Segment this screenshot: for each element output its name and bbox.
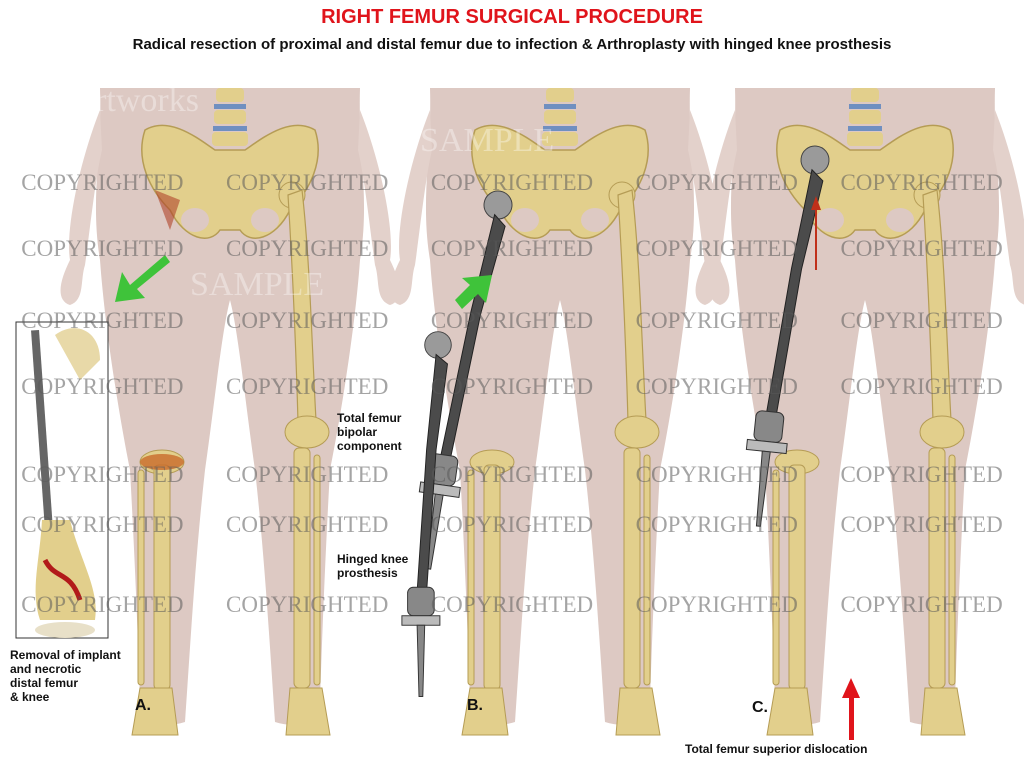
panel-letter-a: A. — [135, 697, 151, 714]
removed-femur-drawing — [31, 328, 100, 638]
label-dislocation: Total femur superior dislocation — [685, 742, 868, 756]
watermark-sample: SAMPLE — [190, 266, 325, 303]
watermark-sample: SAMPLE — [420, 122, 555, 159]
panel-letter-b: B. — [467, 697, 483, 714]
page-subtitle: Radical resection of proximal and distal… — [132, 36, 892, 53]
watermark-artworks: artworks — [80, 82, 199, 119]
red-arrow-icon — [849, 695, 854, 740]
page-title: RIGHT FEMUR SURGICAL PROCEDURE — [321, 6, 703, 28]
figure-a — [60, 87, 400, 736]
panel-letter-c: C. — [752, 699, 768, 716]
green-arrow-icon — [115, 255, 170, 302]
green-arrow-icon — [455, 275, 492, 309]
